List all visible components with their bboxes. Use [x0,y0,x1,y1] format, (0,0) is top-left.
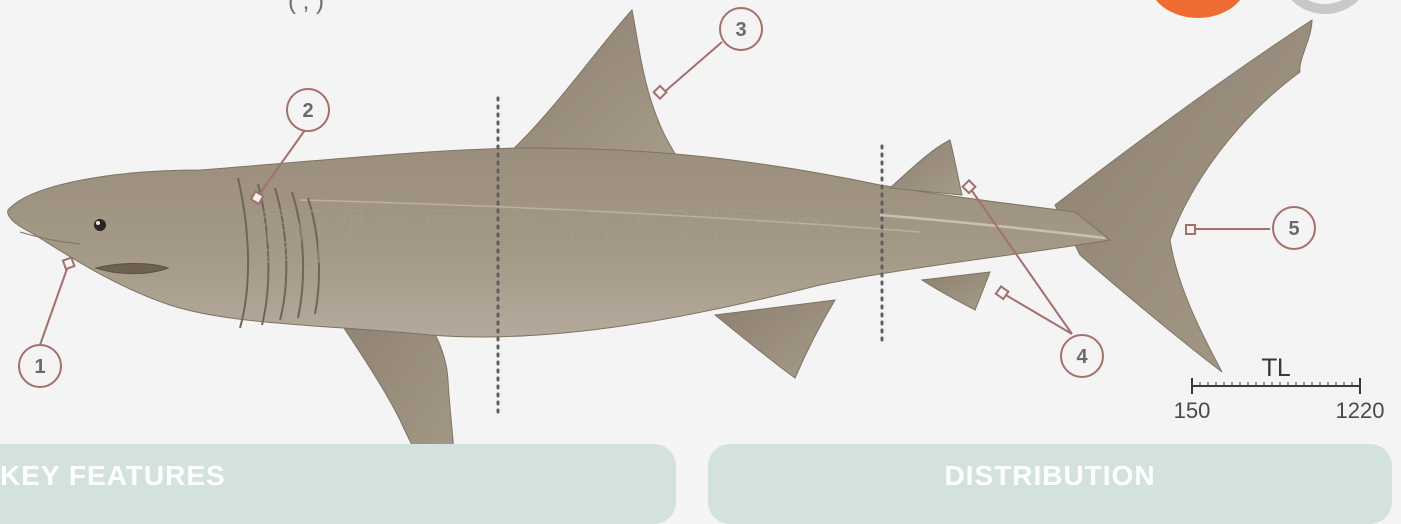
scale-min: 150 [1174,398,1211,423]
svg-text:3: 3 [735,19,746,41]
svg-text:1: 1 [34,356,45,378]
second-dorsal-fin [890,140,962,195]
pelvic-fin [715,300,835,378]
distribution-panel[interactable]: DISTRIBUTION [708,444,1392,524]
callout-4: 4 [1061,335,1103,377]
key-features-panel[interactable]: KEY FEATURES [0,444,676,524]
eye [94,219,106,231]
first-dorsal-fin [510,10,678,158]
svg-text:4: 4 [1076,346,1088,368]
callout-1: 1 [19,345,61,387]
scale-label: TL [1261,354,1291,382]
shark-diagram: ©MARC DANDO 1 2 3 4 5 TL [0,0,1401,508]
svg-text:2: 2 [302,100,313,122]
caudal-fin [1055,20,1312,372]
callout-3: 3 [720,8,762,50]
size-scale: TL 150 1220 [1174,354,1385,423]
svg-text:5: 5 [1288,218,1299,240]
key-features-heading: KEY FEATURES [0,460,226,492]
watermark: ©MARC DANDO [248,195,838,278]
callout-5: 5 [1273,207,1315,249]
anal-fin [922,272,990,310]
scale-max: 1220 [1336,398,1385,423]
distribution-heading: DISTRIBUTION [944,460,1155,492]
callout-2: 2 [287,89,329,131]
